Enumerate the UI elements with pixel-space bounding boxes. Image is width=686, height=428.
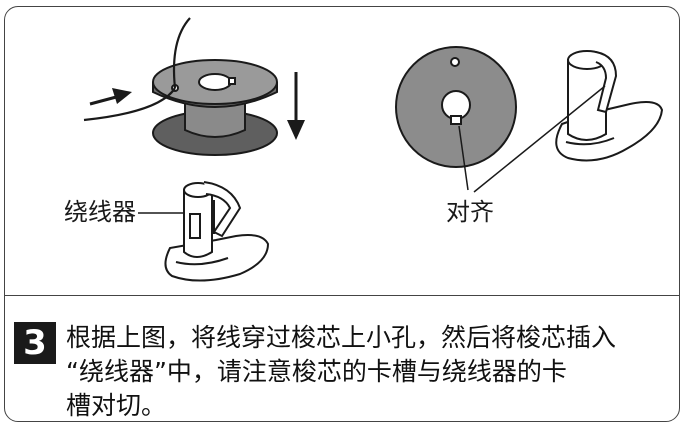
down-arrow-icon — [287, 72, 305, 140]
bobbin-illustration — [152, 59, 278, 156]
instruction-panel-frame — [4, 6, 680, 422]
step-number-badge: 3 — [14, 322, 56, 364]
step-text-line-3: 槽对切。 — [66, 391, 167, 420]
step-text-line-1: 根据上图，将线穿过梭芯上小孔，然后将梭芯插入 — [66, 323, 617, 352]
step-text-line-2: “绕线器”中，请注意梭芯的卡槽与绕线器的卡 — [66, 357, 567, 386]
align-leader-left — [458, 125, 469, 191]
thread-tail — [83, 87, 176, 122]
bobbin-winder-illustration — [164, 181, 270, 282]
thread-line — [172, 17, 191, 89]
align-leader-right — [473, 85, 606, 193]
panel-divider — [4, 295, 680, 296]
align-label: 对齐 — [446, 198, 494, 226]
bobbin-winder-closeup-illustration — [555, 50, 664, 162]
bobbin-disc-illustration — [395, 46, 517, 168]
insert-arrow-icon — [89, 88, 132, 106]
winder-label: 绕线器 — [64, 198, 136, 226]
